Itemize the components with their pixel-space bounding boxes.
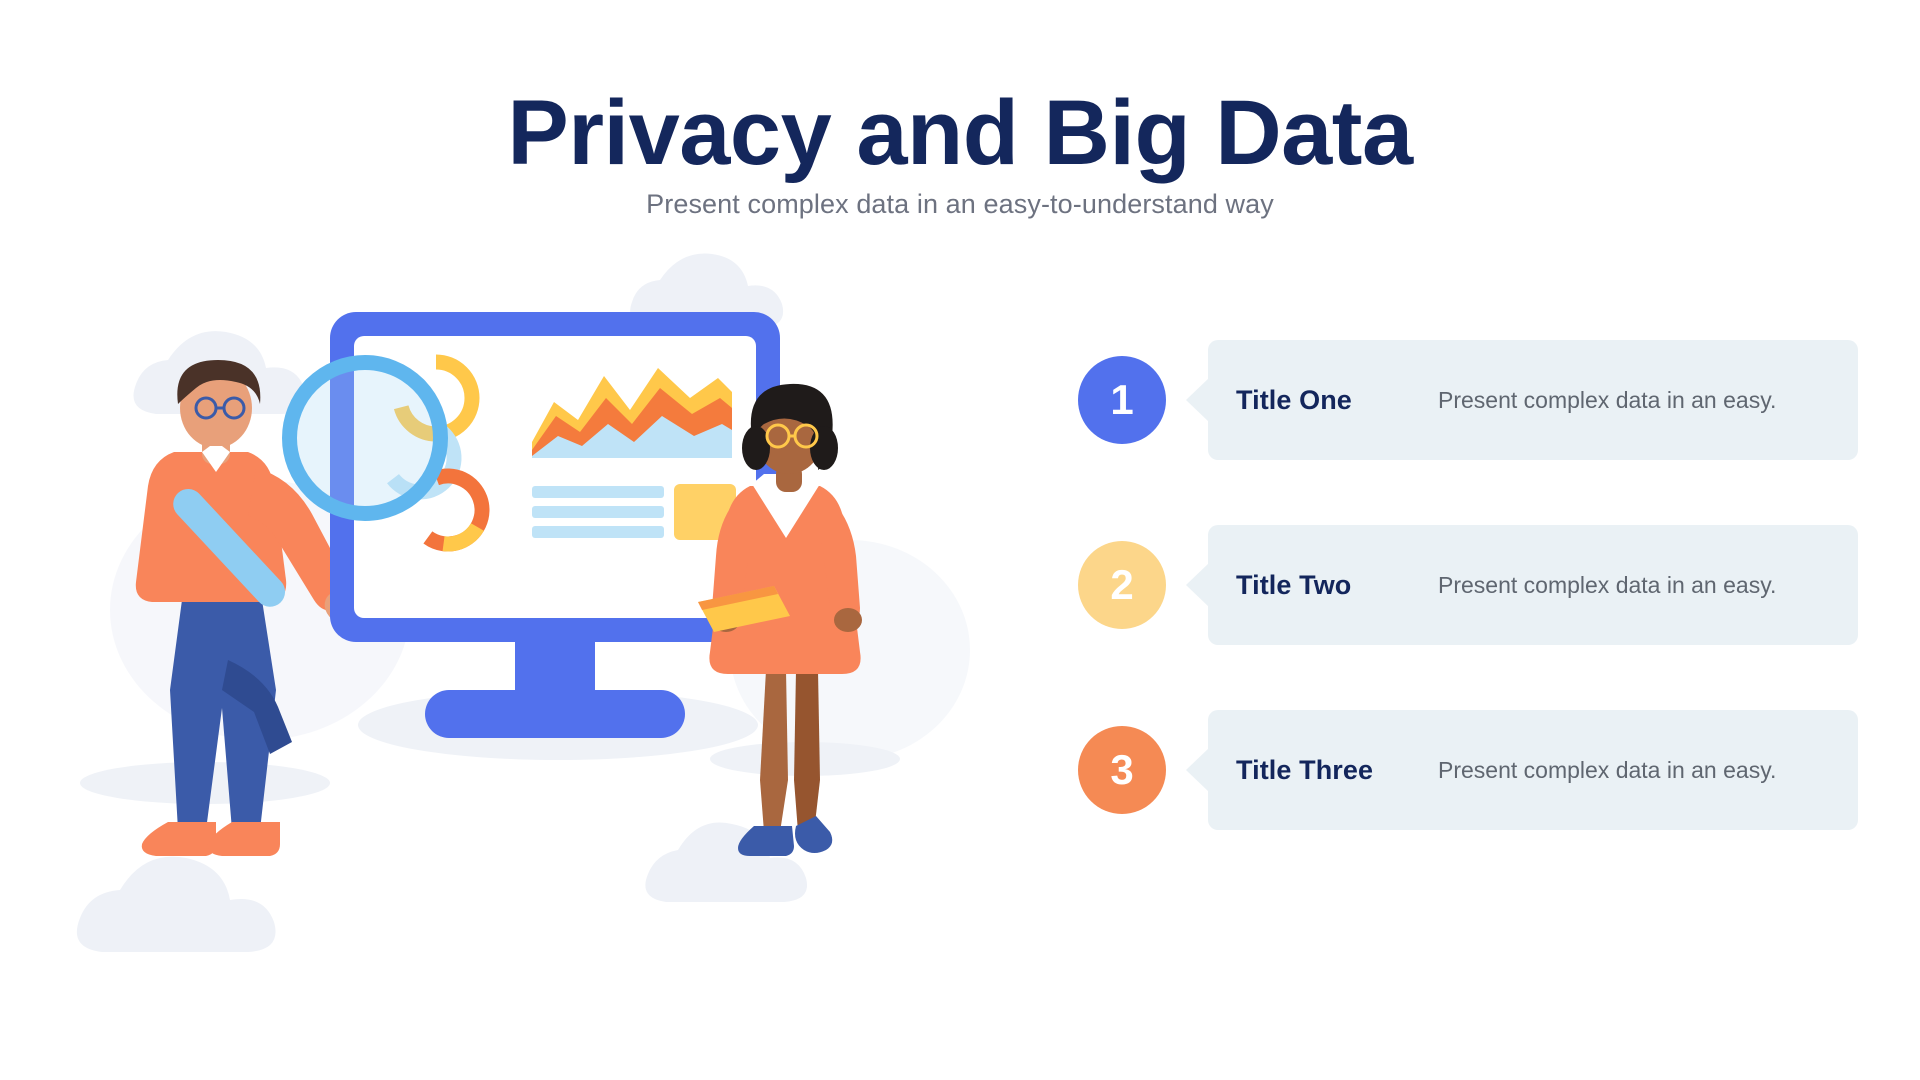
list-item-description: Present complex data in an easy. xyxy=(1438,756,1777,783)
list-item-number-badge: 1 xyxy=(1078,356,1166,444)
magnifier-lens-icon xyxy=(282,355,448,521)
screen-bar-1 xyxy=(532,486,664,498)
monitor-stand-base xyxy=(425,690,685,738)
woman-character-icon xyxy=(698,383,862,856)
list-item-panel[interactable]: Title Two Present complex data in an eas… xyxy=(1186,525,1858,645)
list-item-title: Title Three xyxy=(1236,754,1374,785)
list-item-number: 3 xyxy=(1110,746,1134,793)
man-character-icon xyxy=(135,360,368,856)
list-item-number: 2 xyxy=(1110,561,1134,608)
list-item-number-badge: 2 xyxy=(1078,541,1166,629)
page-subtitle: Present complex data in an easy-to-under… xyxy=(646,189,1274,220)
area-chart-icon xyxy=(532,368,732,458)
data-analysis-illustration xyxy=(60,250,1070,1010)
slide-header: Privacy and Big Data Present complex dat… xyxy=(0,82,1920,220)
list-item-panel[interactable]: Title One Present complex data in an eas… xyxy=(1186,340,1858,460)
list-item-number-badge: 3 xyxy=(1078,726,1166,814)
list-item[interactable]: 1 Title One Present complex data in an e… xyxy=(1060,340,1860,525)
list-item[interactable]: 3 Title Three Present complex data in an… xyxy=(1060,710,1860,895)
list-item[interactable]: 2 Title Two Present complex data in an e… xyxy=(1060,525,1860,710)
list-item-panel[interactable]: Title Three Present complex data in an e… xyxy=(1186,710,1858,830)
list-item-description: Present complex data in an easy. xyxy=(1438,571,1777,598)
page-title: Privacy and Big Data xyxy=(507,82,1413,184)
numbered-list: 1 Title One Present complex data in an e… xyxy=(1060,340,1860,895)
screen-bar-2 xyxy=(532,506,664,518)
list-item-title: Title Two xyxy=(1236,569,1352,600)
list-item-number: 1 xyxy=(1110,376,1134,423)
list-item-description: Present complex data in an easy. xyxy=(1438,386,1777,413)
screen-bar-3 xyxy=(532,526,664,538)
list-item-title: Title One xyxy=(1236,384,1352,415)
